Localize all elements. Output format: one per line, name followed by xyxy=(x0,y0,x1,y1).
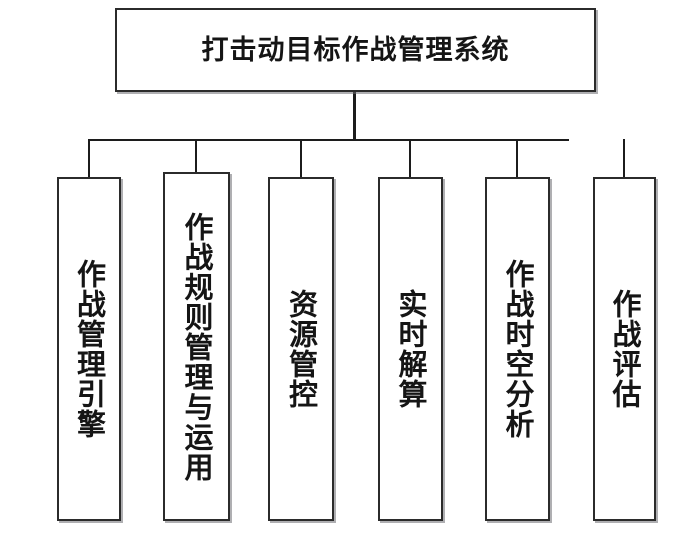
child-node-5-label: 作战时空分析 xyxy=(501,259,536,439)
connector-drop-1 xyxy=(88,139,90,178)
child-node-2-label: 作战规则管理与运用 xyxy=(180,211,215,482)
child-node-2-rules-management-and-application[interactable]: 作战规则管理与运用 xyxy=(163,172,230,521)
connector-drop-3 xyxy=(300,139,302,178)
child-node-6-operations-assessment[interactable]: 作战评估 xyxy=(593,177,656,521)
connector-horizontal-bus xyxy=(88,139,569,141)
connector-drop-6 xyxy=(623,139,625,178)
connector-drop-2 xyxy=(195,139,197,173)
child-node-6-label: 作战评估 xyxy=(608,289,643,409)
connector-root-trunk xyxy=(353,91,356,141)
child-node-1-label: 作战管理引擎 xyxy=(72,259,107,439)
child-node-3-label: 资源管控 xyxy=(284,289,319,409)
child-node-3-resource-control[interactable]: 资源管控 xyxy=(268,177,334,521)
child-node-5-spatiotemporal-analysis[interactable]: 作战时空分析 xyxy=(485,177,550,521)
root-node-label: 打击动目标作战管理系统 xyxy=(201,34,510,66)
child-node-4-real-time-computation[interactable]: 实时解算 xyxy=(378,177,443,521)
child-node-4-label: 实时解算 xyxy=(394,289,429,409)
connector-drop-5 xyxy=(516,139,518,178)
connector-drop-4 xyxy=(409,139,411,178)
child-node-1-operations-management-engine[interactable]: 作战管理引擎 xyxy=(57,177,121,521)
root-node-operations-management-system[interactable]: 打击动目标作战管理系统 xyxy=(115,8,596,92)
